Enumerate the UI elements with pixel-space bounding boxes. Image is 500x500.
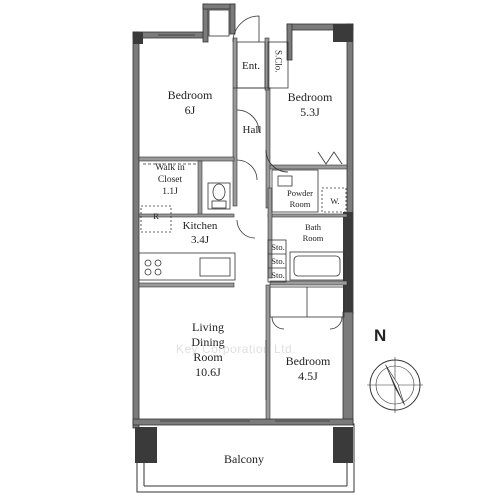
bedroom-east-label: Bedroom 5.3J	[270, 90, 350, 120]
washer-space	[321, 187, 347, 213]
storage-name-1: Sto.	[271, 242, 285, 252]
living-line3: Room	[193, 350, 223, 364]
washer-label: W.	[324, 196, 346, 207]
balcony-name: Balcony	[224, 452, 264, 466]
entrance-name: Ent.	[241, 60, 261, 72]
storage-name-3: Sto.	[271, 270, 285, 280]
shoe-closet-label: S.Clo.	[272, 50, 283, 73]
kitchen-size: 3.4J	[190, 233, 210, 246]
powder-room-label: Powder Room	[274, 188, 326, 209]
kitchen-name: Kitchen	[182, 220, 218, 232]
bath-room-line2: Room	[302, 232, 324, 243]
balcony-outline	[136, 423, 355, 493]
living-line2: Dining	[191, 335, 225, 349]
storage-name-2: Sto.	[271, 256, 285, 266]
walk-in-closet-label: Walk in Closet 1.1J	[142, 163, 198, 199]
walk-in-closet-line1: Walk in	[155, 163, 185, 173]
hall-label: Hall	[236, 124, 268, 138]
powder-room-line2: Room	[289, 198, 311, 209]
living-size: 10.6J	[195, 365, 221, 379]
storage-label-2: Sto.	[268, 256, 288, 267]
washer-name: W.	[330, 196, 340, 206]
bedroom-west-size: 6J	[184, 103, 196, 117]
storage-label-3: Sto.	[268, 270, 288, 281]
shoe-closet-name: S.Clo.	[273, 50, 284, 73]
bath-room-line1: Bath	[304, 222, 322, 232]
living-room-label: Living Dining Room 10.6J	[168, 320, 248, 380]
entrance-door	[232, 15, 260, 43]
toilet-fixture	[212, 183, 226, 201]
powder-room-line1: Powder	[287, 188, 313, 198]
compass-north-label: N	[374, 326, 387, 345]
bedroom-east-name: Bedroom	[287, 90, 333, 104]
bedroom-west-name: Bedroom	[167, 88, 213, 102]
walk-in-closet-line2: Closet	[157, 174, 183, 185]
living-line1: Living	[192, 320, 224, 334]
kitchen-label: Kitchen 3.4J	[160, 220, 240, 248]
kitchen-counter	[138, 252, 236, 281]
structural-columns	[133, 24, 353, 463]
balcony-label: Balcony	[204, 452, 284, 467]
storage-label-1: Sto.	[268, 242, 288, 253]
entrance-label: Ent.	[236, 60, 266, 74]
bath-tub	[289, 251, 345, 281]
refrigerator-name: R	[153, 211, 159, 221]
bath-room-label: Bath Room	[290, 222, 336, 243]
bedroom-west-label: Bedroom 6J	[150, 88, 230, 118]
compass-icon	[367, 357, 423, 413]
walk-in-closet-size: 1.1J	[162, 186, 178, 197]
watermark: Key Corporation Ltd.	[176, 342, 297, 356]
bedroom-east-size: 5.3J	[300, 105, 320, 119]
refrigerator-label: R	[146, 211, 166, 222]
bedroom-south-label: Bedroom 4.5J	[268, 354, 348, 384]
hall-name: Hall	[242, 124, 262, 136]
bedroom-south-name: Bedroom	[285, 354, 331, 368]
bedroom-south-size: 4.5J	[298, 369, 318, 383]
